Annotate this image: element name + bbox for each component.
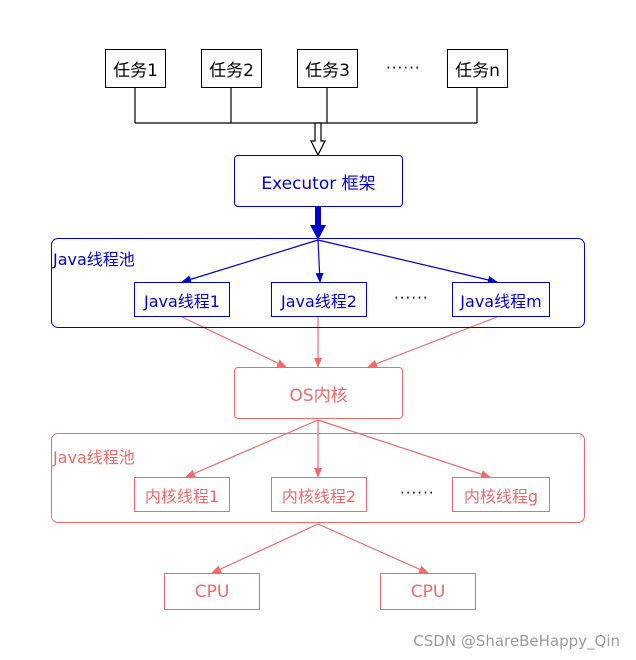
- thick-blue-arrow: [310, 207, 326, 240]
- task-bus: [134, 87, 478, 124]
- task-box-2: 任务2: [201, 49, 262, 88]
- kernel-threads-ellipsis: ······: [400, 484, 435, 502]
- task-box-n: 任务n: [447, 49, 508, 88]
- java-thread-pool-group: [51, 238, 585, 328]
- java-thread-pool-title: Java线程池: [53, 250, 135, 269]
- java-threads-ellipsis: ······: [394, 289, 429, 307]
- task-box-1: 任务1: [105, 49, 166, 88]
- java-thread-1: Java线程1: [134, 282, 230, 317]
- kernel-thread-g: 内核线程g: [452, 477, 550, 512]
- kernel-thread-pool-group: [51, 433, 585, 523]
- task-box-3: 任务3: [297, 49, 358, 88]
- kernel-thread-2: 内核线程2: [271, 477, 367, 512]
- cpu-box-2: CPU: [380, 573, 476, 610]
- watermark: CSDN @ShareBeHappy_Qin: [413, 632, 620, 650]
- kernel-thread-pool-title: Java线程池: [53, 448, 135, 467]
- os-kernel-box: OS内核: [234, 367, 403, 419]
- java-thread-2: Java线程2: [271, 282, 367, 317]
- red-to-kernel-arrows: [181, 316, 498, 368]
- hollow-arrow: [310, 122, 326, 157]
- red-fanout-arrows: [185, 419, 491, 478]
- cpu-box-1: CPU: [164, 573, 260, 610]
- executor-framework-box: Executor 框架: [234, 155, 403, 207]
- java-thread-m: Java线程m: [452, 282, 550, 317]
- red-cpu-arrows: [211, 523, 429, 574]
- kernel-thread-1: 内核线程1: [134, 477, 230, 512]
- blue-fanout-arrows: [181, 239, 498, 284]
- tasks-ellipsis: ······: [386, 59, 421, 77]
